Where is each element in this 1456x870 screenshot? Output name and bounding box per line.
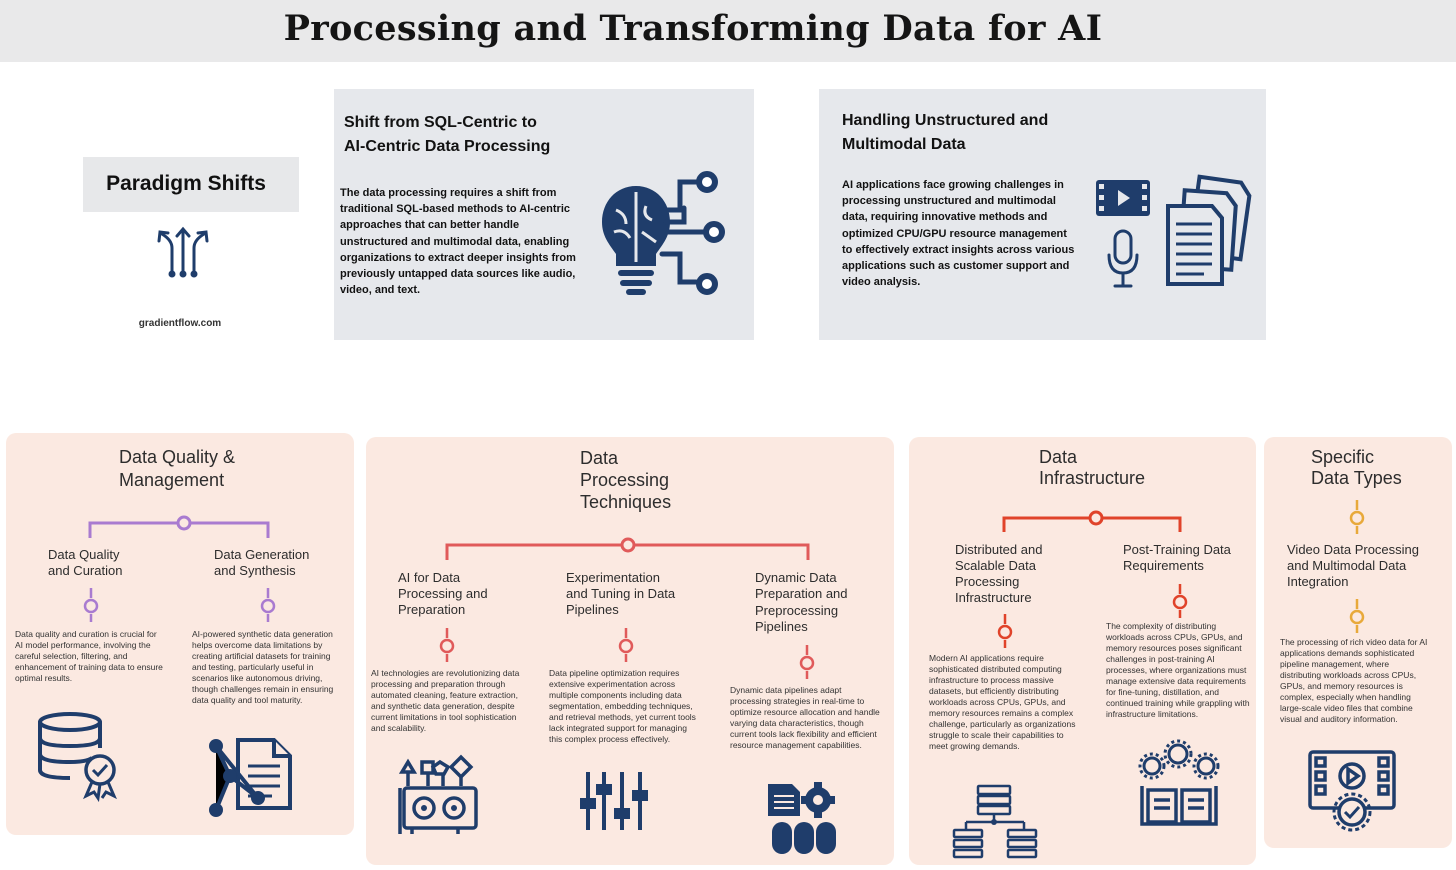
section-data-quality (6, 433, 354, 835)
unstructured-card-body: AI applications face growing challenges … (842, 179, 1075, 289)
infrastructure-item-2-title-1: Post-Training Data (1123, 542, 1231, 557)
processing-item-2-title-2: and Tuning in Data (566, 586, 676, 601)
quality-item-1-title-2: and Curation (48, 563, 123, 578)
microphone-icon (1107, 229, 1139, 288)
infrastructure-item-1-title-2: Scalable Data (955, 558, 1036, 573)
infrastructure-pin-1 (997, 614, 1013, 648)
gpu-shapes-icon (398, 754, 478, 834)
section-processing-title-1: Data (580, 448, 619, 468)
processing-pin-1 (439, 628, 455, 662)
document-gear-pipes-icon (768, 782, 836, 854)
types-item-1-title-2: and Multimodal Data (1287, 558, 1407, 573)
section-processing-title-3: Techniques (580, 492, 672, 512)
server-network-icon (952, 784, 1038, 859)
quality-item-2-body: AI-powered synthetic data generation hel… (192, 629, 334, 705)
paradigm-shifts-box (83, 157, 299, 212)
site-credit: gradientflow.com (138, 318, 222, 329)
infrastructure-item-1-title-3: Processing (955, 574, 1020, 589)
documents-icon (1166, 174, 1252, 286)
infrastructure-item-1-title-4: Infrastructure (955, 590, 1032, 605)
quality-pin-1 (83, 588, 99, 622)
brain-lightbulb-circuit-icon (602, 171, 725, 295)
processing-item-1-title-3: Preparation (398, 602, 466, 617)
arrows-up-icon (157, 226, 209, 278)
processing-item-3-body: Dynamic data pipelines adapt processing … (730, 685, 880, 750)
processing-item-1-title-1: AI for Data (398, 570, 461, 585)
unstructured-card-title-2: Multimodal Data (842, 136, 966, 153)
title-bar (0, 0, 1456, 62)
types-item-1-body: The processing of rich video data for AI… (1280, 637, 1428, 724)
section-processing-title-2: Processing (580, 470, 670, 490)
section-quality-title-1: Data Quality & (119, 447, 236, 467)
types-pin-1 (1349, 500, 1365, 534)
processing-item-2-title-3: Pipelines (566, 602, 619, 617)
quality-item-2-title-1: Data Generation (214, 547, 310, 562)
infrastructure-connector (1002, 510, 1182, 532)
processing-item-1-title-2: Processing and (398, 586, 488, 601)
infrastructure-pin-2 (1172, 584, 1188, 618)
book-gears-icon (1138, 739, 1220, 826)
processing-item-2-title-1: Experimentation (566, 570, 660, 585)
database-certified-icon (38, 712, 117, 803)
shift-card-body: The data processing requires a shift fro… (340, 187, 576, 297)
infrastructure-item-2-title-2: Requirements (1123, 558, 1204, 573)
infrastructure-item-2-body: The complexity of distributing workloads… (1106, 621, 1250, 719)
processing-item-3-title-4: Pipelines (755, 619, 808, 634)
film-gear-icon (1308, 750, 1396, 832)
video-icon (1096, 180, 1150, 216)
quality-connector (88, 515, 270, 538)
section-infrastructure-title-1: Data (1039, 447, 1078, 467)
processing-item-1-body: AI technologies are revolutionizing data… (371, 668, 520, 733)
processing-connector (445, 537, 810, 560)
processing-pin-2 (618, 628, 634, 662)
shift-card-title-2: AI-Centric Data Processing (344, 138, 551, 155)
page-title: Processing and Transforming Data for AI (283, 8, 1103, 49)
sliders-icon (580, 772, 648, 830)
unstructured-card-title-1: Handling Unstructured and (842, 112, 1049, 129)
processing-item-2-body: Data pipeline optimization requires exte… (549, 668, 696, 744)
section-quality-title-2: Management (119, 470, 225, 490)
quality-pin-2 (260, 588, 276, 622)
quality-item-1-title-1: Data Quality (48, 547, 120, 562)
infrastructure-item-1-body: Modern AI applications require sophistic… (929, 653, 1076, 751)
section-infrastructure-title-2: Infrastructure (1039, 468, 1146, 488)
processing-item-3-title-3: Preprocessing (755, 603, 839, 618)
infrastructure-item-1-title-1: Distributed and (955, 542, 1043, 557)
types-item-1-title-1: Video Data Processing (1287, 542, 1420, 557)
types-pin-2 (1349, 599, 1365, 633)
section-types-title-1: Specific (1311, 447, 1375, 467)
quality-item-2-title-2: and Synthesis (214, 563, 296, 578)
processing-pin-3 (799, 645, 815, 679)
shift-card-title-1: Shift from SQL-Centric to (344, 114, 537, 131)
quality-item-1-body: Data quality and curation is crucial for… (15, 629, 163, 683)
network-document-icon (209, 738, 292, 817)
section-types-title-2: Data Types (1311, 468, 1402, 488)
paradigm-shifts-label: Paradigm Shifts (106, 172, 266, 195)
types-item-1-title-3: Integration (1287, 574, 1349, 589)
processing-item-3-title-1: Dynamic Data (755, 570, 837, 585)
section-data-infrastructure (909, 437, 1256, 865)
processing-item-3-title-2: Preparation and (755, 586, 848, 601)
